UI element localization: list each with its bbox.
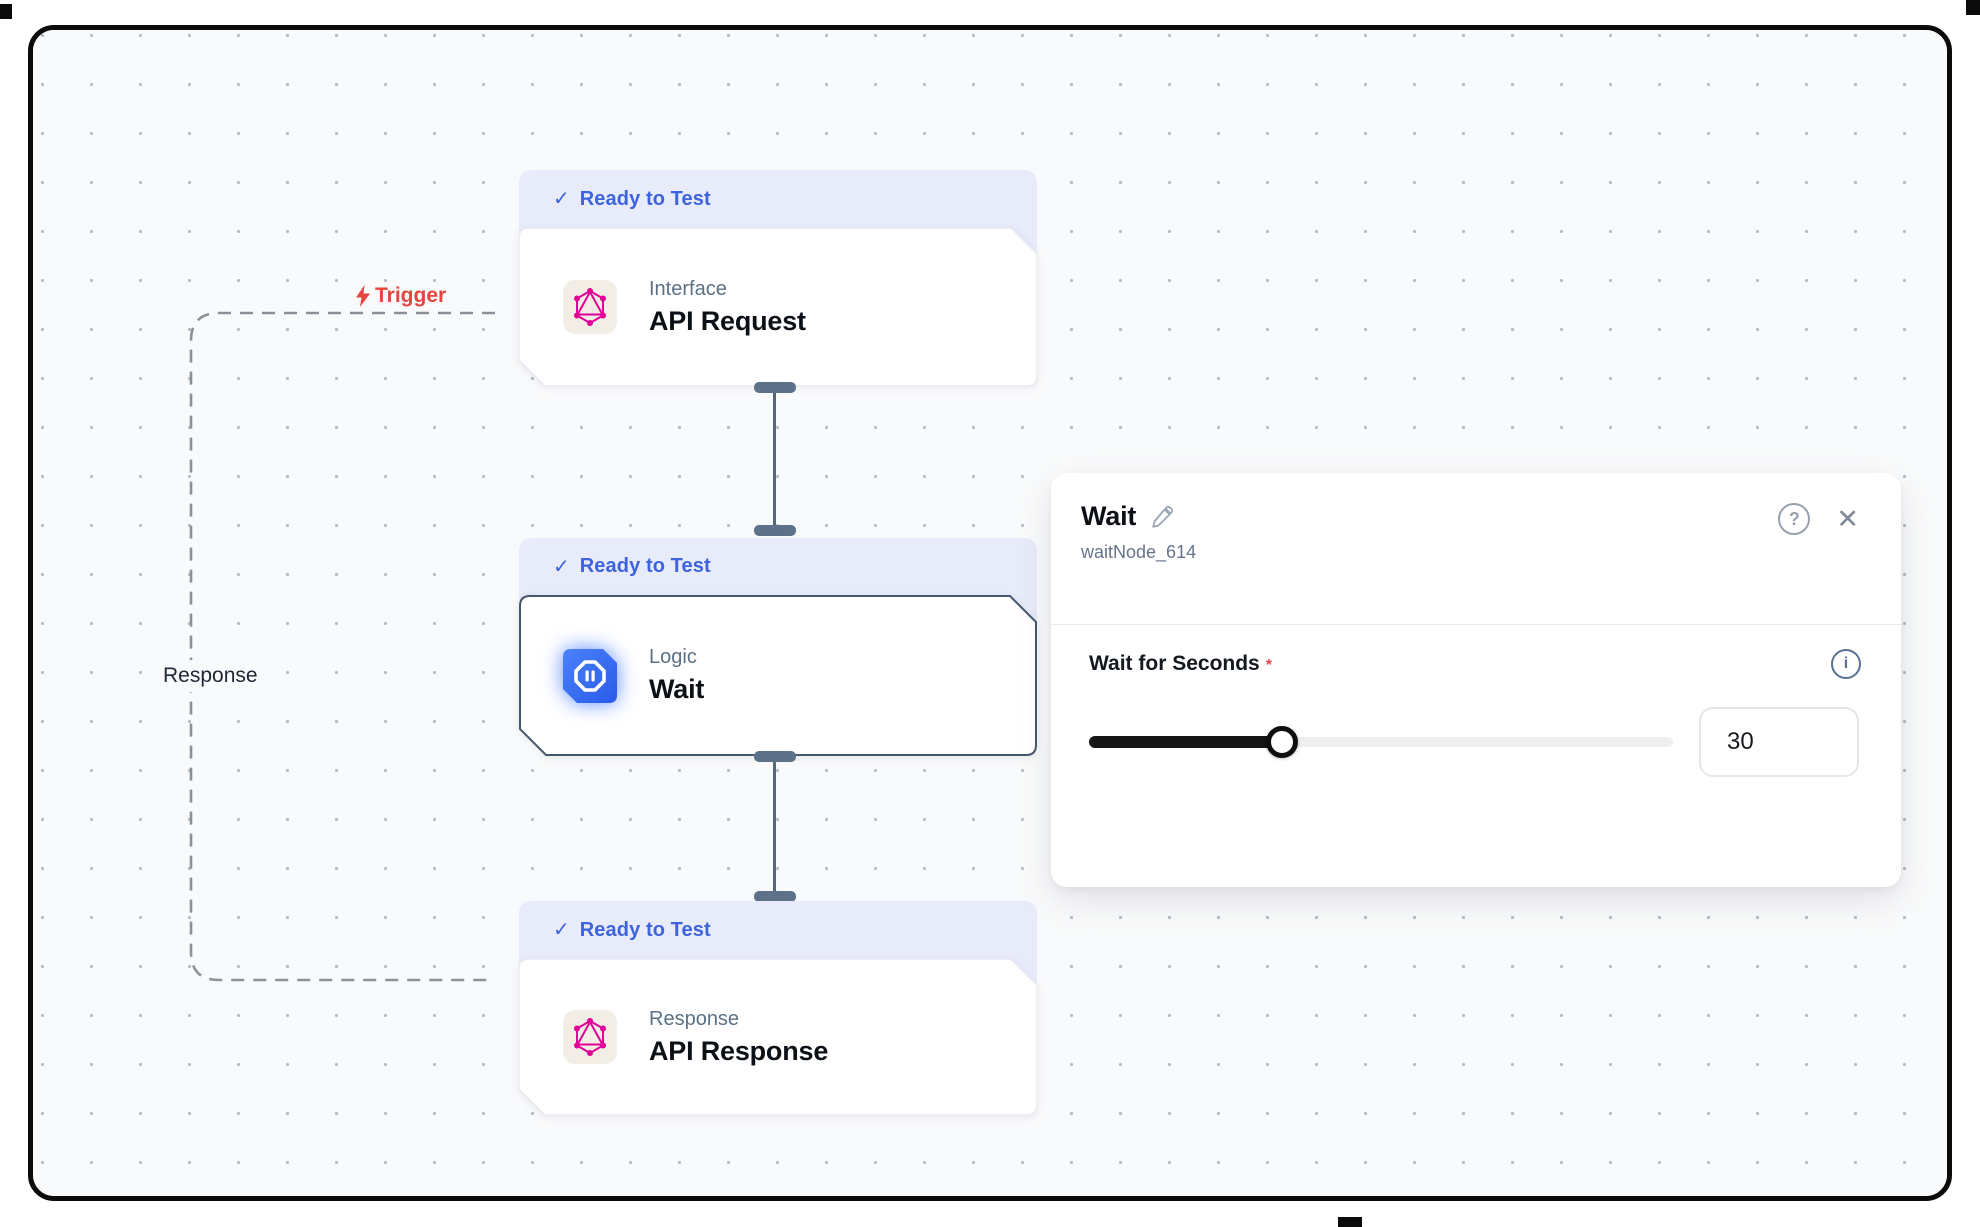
node-category: Logic [649, 646, 697, 668]
help-icon: ? [1788, 508, 1800, 529]
status-badge: ✓ Ready to Test [519, 538, 1037, 595]
wait-seconds-slider[interactable] [1089, 707, 1673, 777]
node-card-shape [519, 595, 1037, 756]
status-text: Ready to Test [579, 918, 711, 941]
node-config-panel: Wait waitNode_614 ? ✕ [1051, 473, 1901, 887]
node-category: Response [649, 1007, 740, 1030]
node-card-shape [519, 228, 1037, 386]
connector-line [773, 758, 776, 898]
close-panel-button[interactable]: ✕ [1836, 503, 1859, 534]
slider-handle[interactable] [1265, 726, 1298, 758]
wait-seconds-value: 30 [1727, 728, 1754, 755]
screen-artifact [1338, 1217, 1362, 1227]
trigger-label: Trigger [353, 284, 446, 308]
required-asterisk: * [1265, 657, 1272, 674]
field-label: Wait for Seconds [1089, 652, 1260, 675]
edit-pencil-icon[interactable] [1150, 505, 1174, 529]
node-card-shape [519, 959, 1037, 1115]
response-wire-label: Response [153, 660, 268, 692]
node-title: API Request [649, 305, 806, 336]
info-icon: i [1843, 655, 1849, 672]
node-id-label: waitNode_614 [1081, 542, 1197, 562]
node-category: Interface [649, 277, 727, 300]
check-icon: ✓ [553, 555, 570, 578]
graphql-icon [563, 280, 617, 334]
graphql-icon [563, 1010, 617, 1064]
workflow-canvas[interactable]: Trigger Response ✓ Ready to Test [33, 30, 1947, 1196]
node-body-selected[interactable]: Logic Wait [519, 595, 1037, 756]
screen-artifact [1966, 0, 1980, 15]
panel-divider [1051, 624, 1901, 625]
field-info-button[interactable]: i [1831, 649, 1861, 679]
pause-octagon-icon [563, 648, 617, 703]
input-port[interactable] [754, 525, 796, 536]
status-badge: ✓ Ready to Test [519, 170, 1037, 228]
status-badge: ✓ Ready to Test [519, 901, 1037, 959]
input-port[interactable] [754, 891, 796, 902]
lightning-bolt-icon [356, 285, 370, 307]
close-icon: ✕ [1836, 503, 1859, 534]
node-wait[interactable]: ✓ Ready to Test [519, 538, 1037, 760]
connector-line [773, 390, 776, 530]
node-title: API Response [649, 1035, 829, 1066]
node-api-response[interactable]: ✓ Ready to Test [519, 901, 1037, 1121]
wait-seconds-input[interactable]: 30 [1699, 707, 1859, 777]
slider-track[interactable] [1089, 737, 1673, 747]
status-text: Ready to Test [579, 555, 711, 577]
check-icon: ✓ [553, 919, 570, 941]
status-text: Ready to Test [579, 187, 711, 210]
node-body[interactable]: Interface API Request [519, 228, 1037, 386]
node-api-request[interactable]: ✓ Ready to Test [519, 170, 1037, 390]
help-button[interactable]: ? [1778, 503, 1811, 535]
output-port[interactable] [754, 751, 796, 762]
panel-title: Wait [1081, 501, 1137, 531]
screen-artifact [0, 4, 12, 19]
canvas-frame: Trigger Response ✓ Ready to Test [28, 25, 1952, 1201]
slider-fill [1089, 736, 1282, 748]
check-icon: ✓ [553, 188, 570, 210]
trigger-text: Trigger [375, 284, 447, 307]
node-body[interactable]: Response API Response [519, 959, 1037, 1115]
output-port[interactable] [754, 382, 796, 393]
node-title: Wait [649, 674, 705, 704]
